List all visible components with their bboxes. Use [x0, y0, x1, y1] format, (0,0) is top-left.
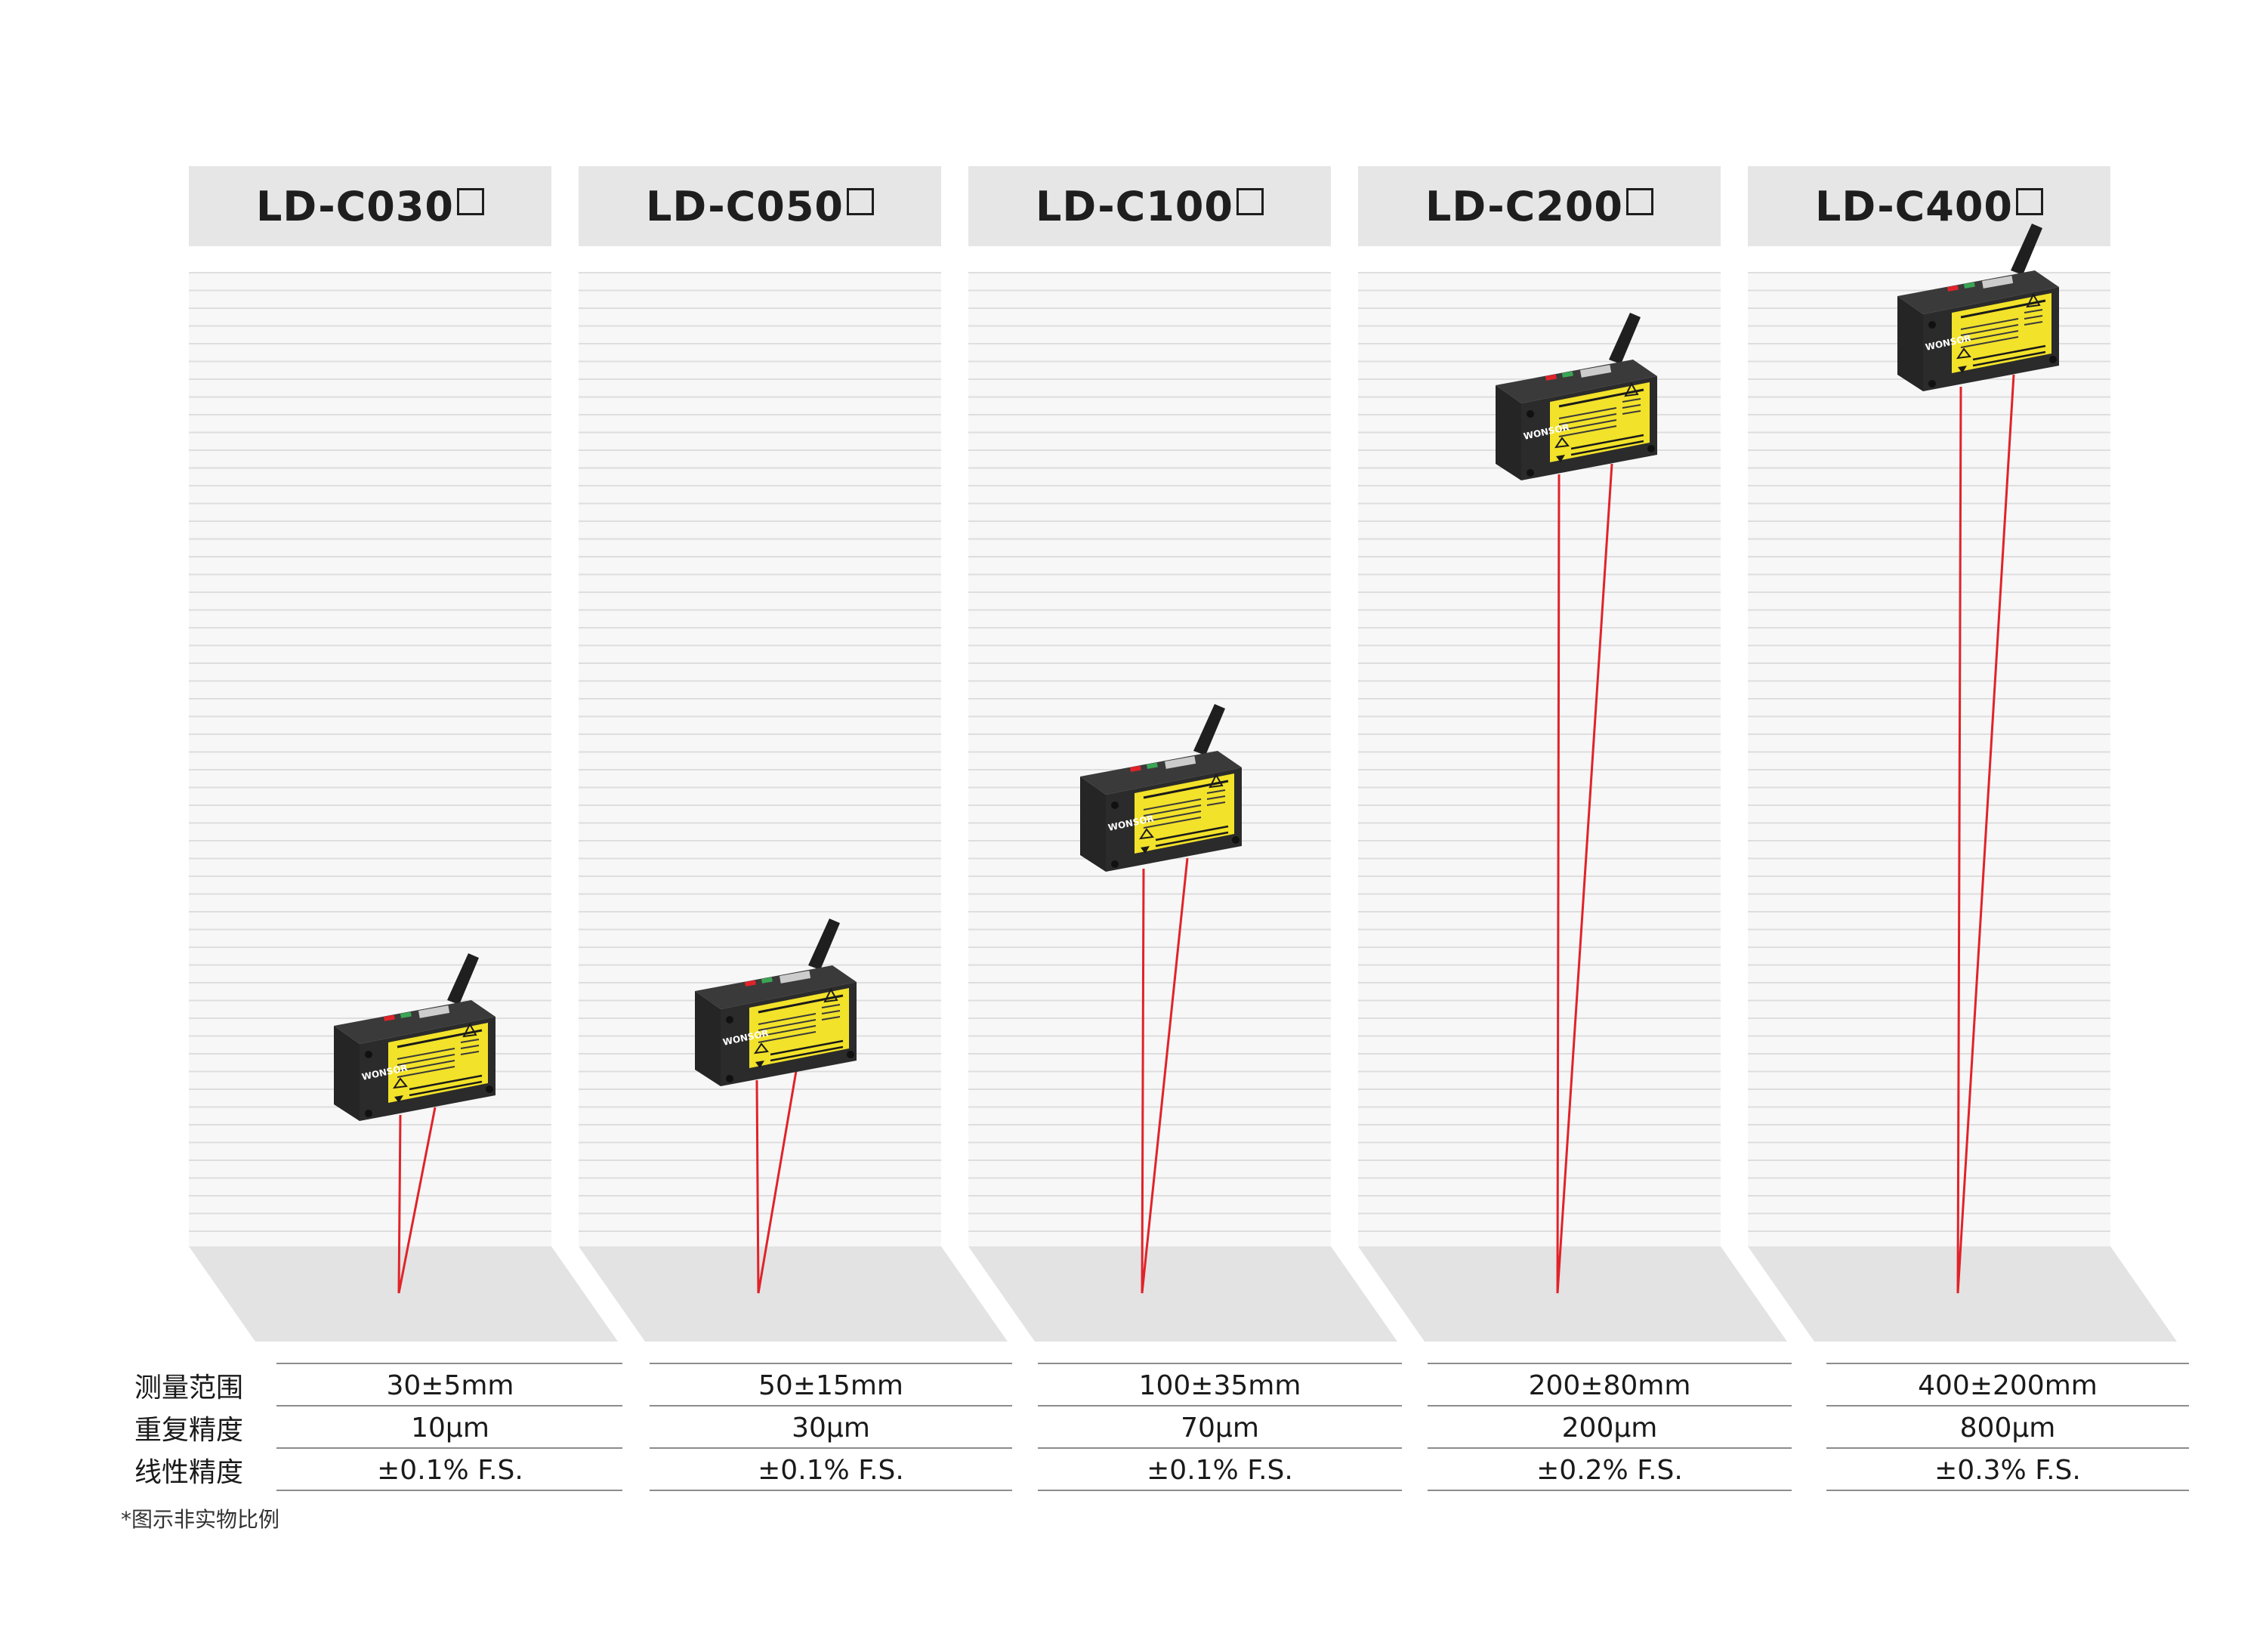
model-name: LD-C050 [646, 182, 844, 230]
table-rule [1826, 1447, 2189, 1449]
table-rule [650, 1490, 1012, 1491]
repeat-value-2: 30μm [792, 1412, 870, 1444]
table-rule [1038, 1405, 1402, 1407]
table-rule [1428, 1447, 1792, 1449]
model-name: LD-C400 [1815, 182, 2013, 230]
column-header-1: LD-C030 [189, 166, 551, 246]
footnote: *图示非实物比例 [121, 1507, 280, 1532]
model-name: LD-C200 [1425, 182, 1623, 230]
table-rule [1038, 1490, 1402, 1491]
range-value-4: 200±80mm [1528, 1369, 1691, 1401]
column-background-2 [579, 272, 941, 1246]
range-value-1: 30±5mm [386, 1369, 514, 1401]
table-rule [650, 1447, 1012, 1449]
table-rule [1826, 1405, 2189, 1407]
table-rule [1038, 1447, 1402, 1449]
range-value-5: 400±200mm [1918, 1369, 2098, 1401]
table-rule [1826, 1490, 2189, 1491]
square-icon [1626, 188, 1653, 215]
linearity-value-5: ±0.3% F.S. [1934, 1454, 2081, 1486]
table-rule [1428, 1490, 1792, 1491]
column-header-2: LD-C050 [579, 166, 941, 246]
linearity-value-2: ±0.1% F.S. [758, 1454, 904, 1486]
linearity-value-1: ±0.1% F.S. [377, 1454, 523, 1486]
repeat-value-1: 10μm [411, 1412, 489, 1444]
square-icon [1236, 188, 1264, 215]
range-value-2: 50±15mm [758, 1369, 903, 1401]
linearity-value-3: ±0.1% F.S. [1147, 1454, 1293, 1486]
model-name: LD-C100 [1036, 182, 1233, 230]
table-rule [276, 1490, 622, 1491]
row-label-repeat: 重复精度 [134, 1415, 244, 1446]
row-label-range: 测量范围 [134, 1373, 244, 1403]
floor-4 [1358, 1246, 1787, 1342]
column-header-4: LD-C200 [1358, 166, 1721, 246]
floor-1 [189, 1246, 618, 1342]
column-background-3 [968, 272, 1331, 1246]
column-background-4 [1358, 272, 1721, 1246]
column-header-3: LD-C100 [968, 166, 1331, 246]
column-background-1 [189, 272, 551, 1246]
table-rule [650, 1405, 1012, 1407]
table-rule [650, 1363, 1012, 1364]
model-name: LD-C030 [256, 182, 454, 230]
table-rule [276, 1405, 622, 1407]
table-rule [276, 1363, 622, 1364]
table-rule [1826, 1363, 2189, 1364]
square-icon [457, 188, 484, 215]
table-rule [1428, 1405, 1792, 1407]
column-background-5 [1748, 272, 2110, 1246]
table-rule [1038, 1363, 1402, 1364]
repeat-value-4: 200μm [1561, 1412, 1658, 1444]
row-label-linearity: 线性精度 [134, 1457, 244, 1488]
square-icon [2016, 188, 2043, 215]
repeat-value-3: 70μm [1181, 1412, 1259, 1444]
table-rule [276, 1447, 622, 1449]
linearity-value-4: ±0.2% F.S. [1536, 1454, 1683, 1486]
column-header-5: LD-C400 [1748, 166, 2110, 246]
repeat-value-5: 800μm [1959, 1412, 2056, 1444]
floor-3 [968, 1246, 1397, 1342]
table-rule [1428, 1363, 1792, 1364]
range-value-3: 100±35mm [1138, 1369, 1301, 1401]
floor-2 [579, 1246, 1008, 1342]
floor-5 [1748, 1246, 2177, 1342]
square-icon [847, 188, 874, 215]
